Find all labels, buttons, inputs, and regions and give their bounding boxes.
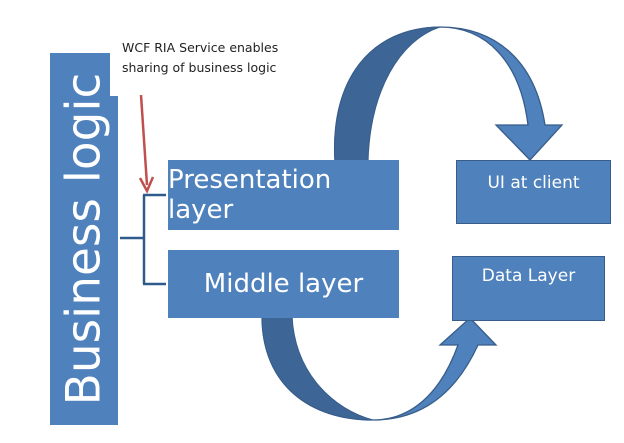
curved-arrow-to-ui-icon	[333, 26, 564, 163]
annotation-line-1: WCF RIA Service enables	[122, 40, 279, 55]
ui-at-client-label: UI at client	[487, 173, 580, 193]
annotation-backdrop	[110, 40, 120, 96]
middle-layer-label: Middle layer	[203, 269, 364, 299]
data-layer-label: Data Layer	[481, 266, 576, 286]
business-logic-box: Business logic	[50, 53, 118, 425]
presentation-layer-label: Presentation layer	[168, 165, 332, 225]
annotation-callout: WCF RIA Service enables sharing of busin…	[122, 38, 278, 78]
curved-arrow-to-data-icon	[261, 315, 498, 421]
bracket-connector	[120, 193, 166, 286]
data-layer-box: Data Layer	[452, 256, 605, 321]
annotation-line-2: sharing of business logic	[122, 60, 277, 75]
presentation-layer-box: Presentation layer	[168, 160, 399, 230]
annotation-arrow-icon	[138, 94, 155, 194]
ui-at-client-box: UI at client	[456, 160, 611, 224]
middle-layer-box: Middle layer	[168, 250, 399, 318]
